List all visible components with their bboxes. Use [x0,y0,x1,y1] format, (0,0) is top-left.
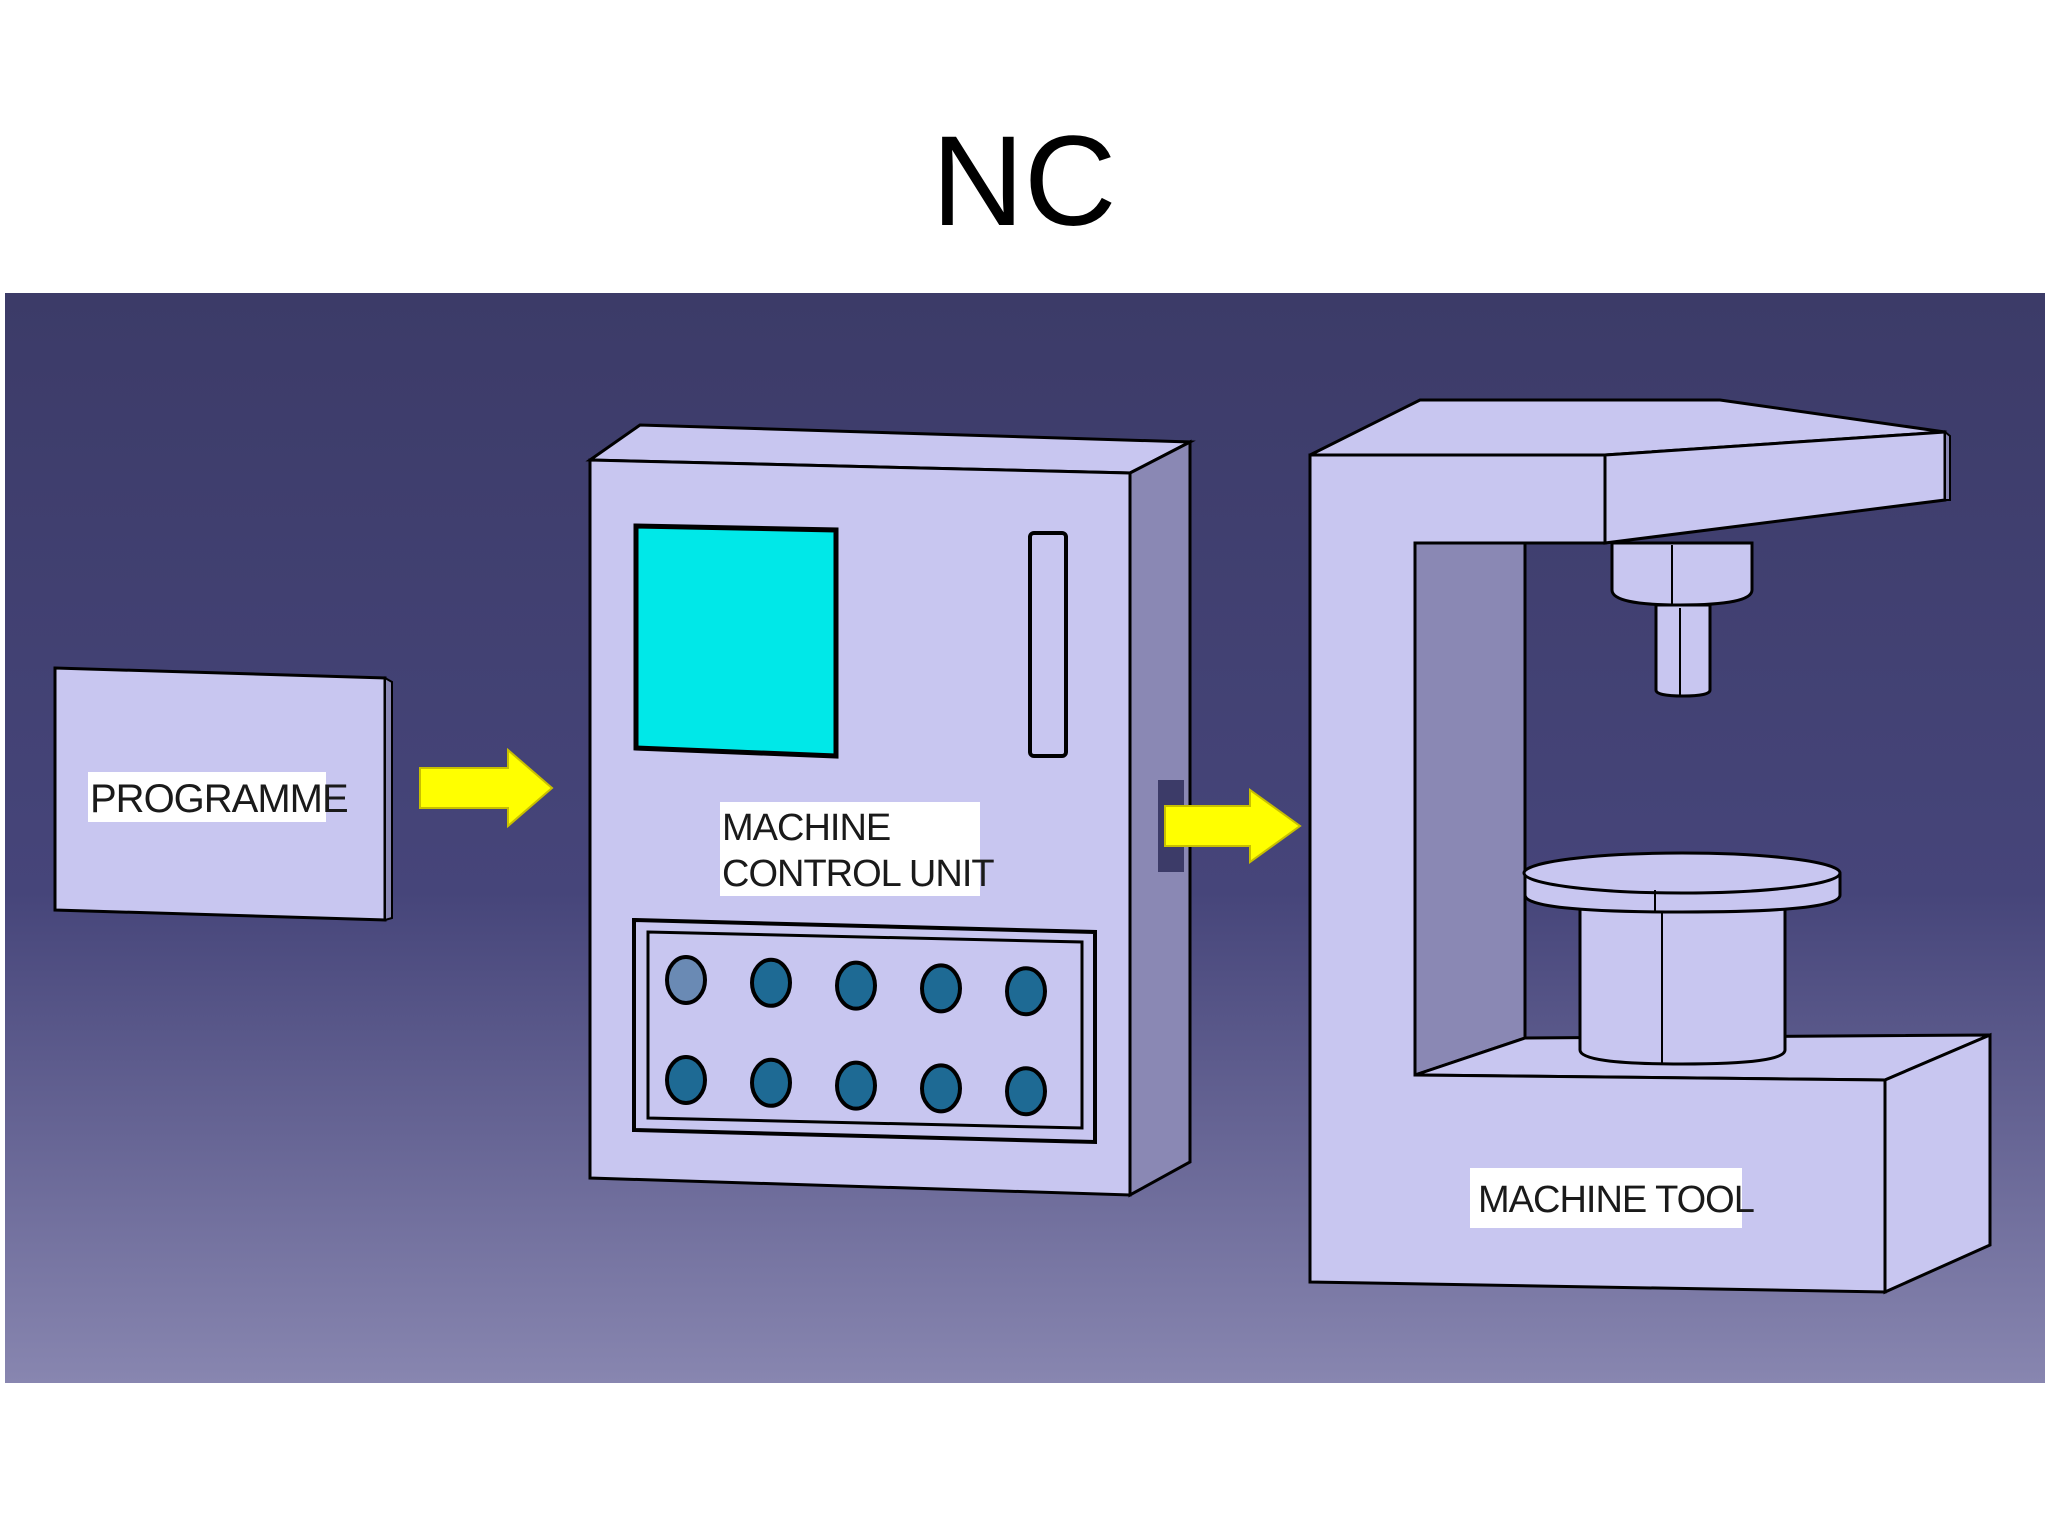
arrow-mcu-to-machine-tool [1164,788,1302,864]
arrow-programme-to-mcu [419,747,554,829]
control-button [920,1063,962,1114]
control-button [750,1057,792,1108]
worktable-disk-top [1522,851,1842,895]
arm-end-face [1944,429,1951,501]
base-side-face [1883,1032,1992,1295]
slide-title: NC [931,110,1117,253]
mcu-button-panel [632,917,1097,1145]
control-button [665,955,707,1005]
spindle-head [1610,541,1754,607]
machine-tool-label: MACHINE TOOL [1478,1179,1754,1221]
programme-label: PROGRAMME [90,777,348,821]
control-button [665,1055,707,1105]
mcu-screen [633,523,839,759]
control-button [920,963,962,1014]
mcu-label-line1: MACHINE [722,807,890,849]
control-button [835,960,877,1011]
control-button [1005,966,1047,1017]
spindle-tool [1654,603,1712,698]
control-button [835,1060,877,1111]
programme-box: PROGRAMME [53,666,393,922]
control-button [1005,1066,1047,1117]
mcu-card-slot [1028,531,1068,758]
machine-tool: MACHINE TOOL [1308,398,1992,1295]
machine-control-unit: MACHINE CONTROL UNIT [585,423,1196,1198]
worktable-pedestal [1578,893,1787,1066]
control-button [750,957,792,1008]
column-inner-face [1413,541,1527,1078]
mcu-label-line2: CONTROL UNIT [722,853,994,895]
